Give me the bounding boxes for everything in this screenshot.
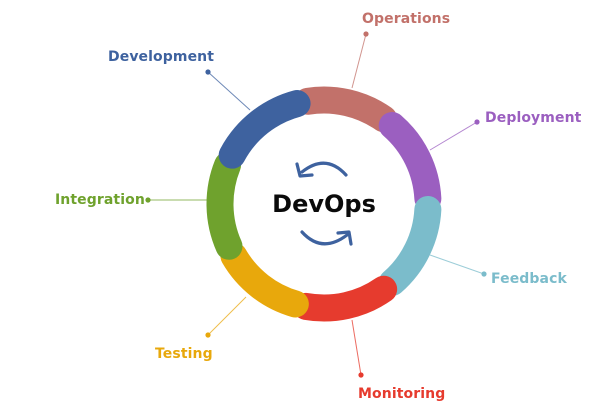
leader-line-deployment (429, 121, 478, 151)
leader-line-testing (207, 296, 247, 336)
stage-label-monitoring: Monitoring (358, 386, 446, 402)
leader-dot-monitoring (358, 372, 364, 378)
leader-line-development (207, 71, 251, 111)
leader-line-monitoring (351, 319, 362, 376)
ring-segment-deployment (378, 112, 442, 213)
ring-segment-monitoring (292, 275, 398, 322)
leader-dot-development (205, 69, 211, 75)
ring-segment-development (218, 90, 311, 169)
stage-label-integration: Integration (55, 192, 145, 208)
leader-lines (145, 31, 487, 378)
leader-dot-deployment (474, 119, 480, 125)
leader-line-operations (351, 33, 367, 89)
stage-label-development: Development (108, 49, 215, 65)
leader-dot-feedback (481, 271, 487, 277)
leader-dot-integration (145, 197, 151, 203)
leader-line-feedback (429, 254, 485, 275)
cycle-arrow-bottom-icon (300, 230, 353, 246)
leader-dot-operations (363, 31, 369, 37)
cycle-arrow-top-icon (295, 161, 348, 178)
ring-segment-testing (220, 242, 309, 318)
stage-label-feedback: Feedback (491, 271, 567, 287)
center-title: DevOps (272, 190, 376, 218)
stage-label-testing: Testing (155, 346, 213, 362)
leader-dot-testing (205, 332, 211, 338)
ring-segment-operations (294, 86, 398, 133)
cycle-arrows-icon (295, 161, 353, 246)
stage-label-operations: Operations (362, 11, 451, 27)
ring-segment-feedback (378, 195, 442, 296)
stage-label-deployment: Deployment (485, 110, 582, 126)
ring-segment-integration (206, 151, 243, 260)
cycle-ring (206, 86, 442, 322)
